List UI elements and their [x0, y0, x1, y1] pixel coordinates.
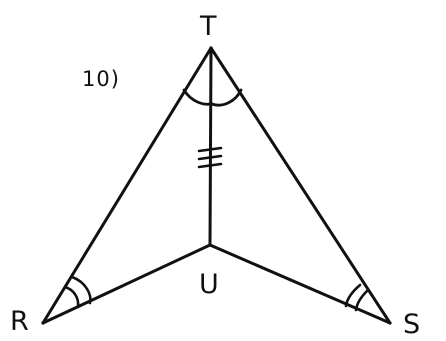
angle-mark-s-inner	[354, 289, 369, 312]
angle-mark-r-inner	[63, 285, 80, 309]
angle-mark-t-left	[182, 88, 212, 106]
point-label-s: S	[403, 309, 420, 340]
segment-tr	[41, 46, 213, 325]
tick-mark-2	[197, 154, 223, 161]
problem-number-label: 10)	[82, 67, 120, 91]
vertex-t	[209, 46, 213, 50]
segment-tu	[208, 46, 213, 247]
angle-mark-r-outer	[70, 275, 92, 305]
tick-mark-1	[197, 146, 223, 153]
tick-mark-3	[197, 162, 223, 169]
point-label-t: T	[199, 11, 217, 42]
angle-mark-s-outer	[344, 283, 362, 308]
vertex-s	[388, 321, 392, 325]
segment-ts	[209, 46, 392, 325]
vertex-r	[41, 321, 45, 325]
segment-us	[208, 243, 392, 325]
segment-ru	[41, 243, 212, 325]
vertex-u	[208, 243, 212, 247]
point-label-r: R	[10, 306, 29, 337]
point-label-u: U	[199, 269, 219, 300]
angle-mark-t-right	[210, 88, 243, 107]
